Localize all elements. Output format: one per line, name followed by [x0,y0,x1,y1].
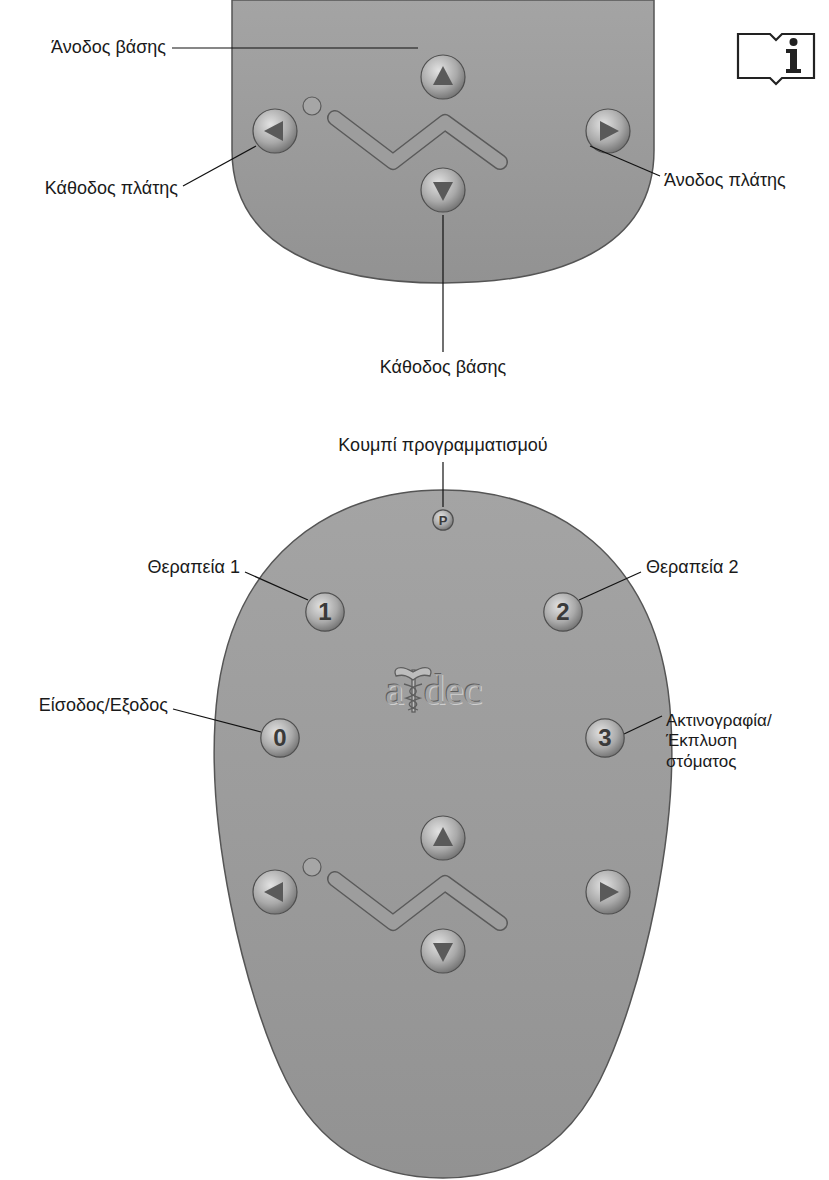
part-label: Κάθοδος βάσης [380,357,506,379]
button-label: 3 [585,718,625,758]
pad-button: 1 [305,592,345,632]
brand-logo: a [385,669,404,711]
button-label: 0 [260,718,300,758]
part-label: Θεραπεία 1 [147,557,240,579]
part-label: Κουμπί προγραμματισμού [338,435,547,457]
brand-logo: dec [424,669,482,711]
part-label: Είσοδος/Εξοδος [39,695,168,717]
button-label: 1 [305,592,345,632]
pad-button: 3 [585,718,625,758]
button-label: 2 [543,592,583,632]
pad-button: 0 [260,718,300,758]
part-label: Άνοδος πλάτης [664,170,786,192]
part-label: Θεραπεία 2 [646,557,739,579]
button-label: P [432,509,454,531]
part-label: Άνοδος βάσης [51,37,166,59]
pad-button: 2 [543,592,583,632]
part-label: Κάθοδος πλάτης [45,178,178,200]
pad-button: P [432,509,454,531]
part-label: Ακτινογραφία/ Έκπλυση στόματος [666,711,806,772]
